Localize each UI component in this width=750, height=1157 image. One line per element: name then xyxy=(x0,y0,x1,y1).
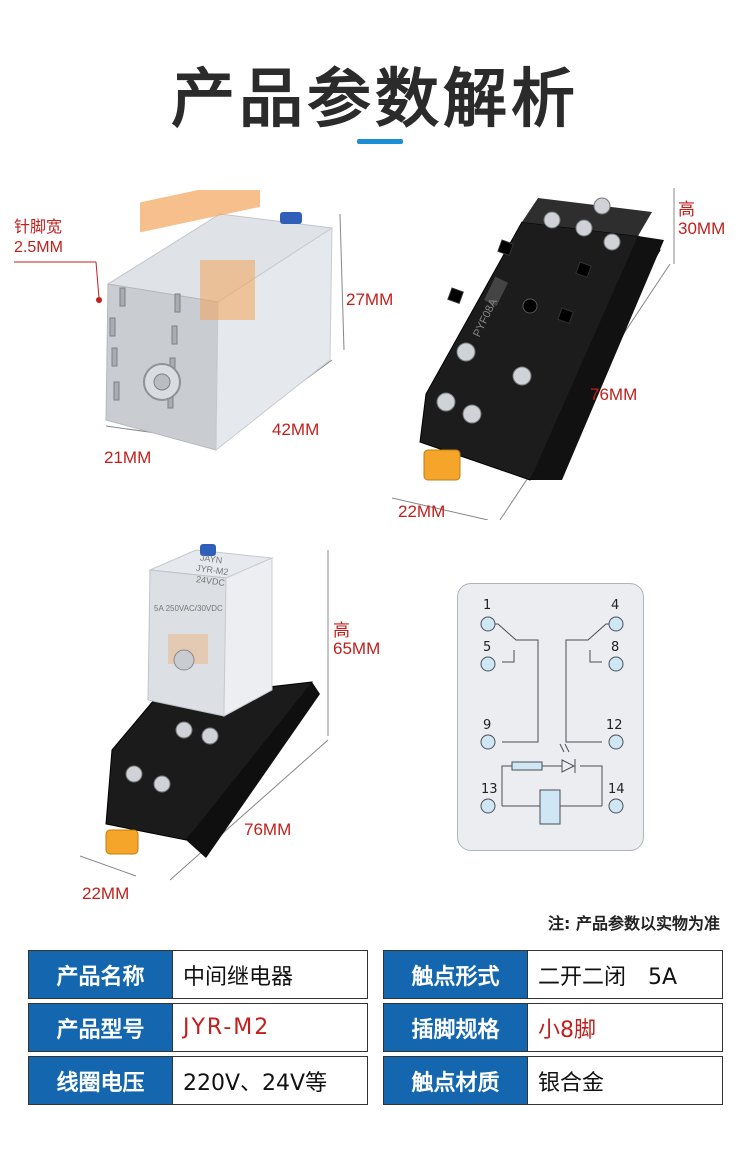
pin-label-12: 12 xyxy=(606,718,623,733)
table-row: 触点材质 银合金 xyxy=(383,1056,723,1105)
pin-label-5: 5 xyxy=(483,640,492,655)
spec-key: 线圈电压 xyxy=(28,1056,173,1105)
spec-key: 触点形式 xyxy=(383,950,528,999)
relay-photo xyxy=(14,190,345,452)
assembly-height-value: 65MM xyxy=(333,639,381,658)
assembly-photo xyxy=(79,544,329,881)
pin-label-8: 8 xyxy=(611,640,620,655)
relay-mark-rating: 5A 250VAC/30VDC xyxy=(154,604,223,613)
spec-value: 小8脚 xyxy=(527,1003,723,1052)
assembly-height-label: 高 xyxy=(333,621,350,640)
pin-label-14: 14 xyxy=(608,782,625,797)
spec-table-left: 产品名称 中间继电器 产品型号 JYR-M2 线圈电压 220V、24V等 xyxy=(28,950,368,1105)
spec-table-right: 触点形式 二开二闭 5A 插脚规格 小8脚 触点材质 银合金 xyxy=(383,950,723,1105)
pin-label-1: 1 xyxy=(483,598,492,613)
spec-value: JYR-M2 xyxy=(172,1003,368,1052)
pin-label-4: 4 xyxy=(611,598,620,613)
socket-height-label: 高 xyxy=(678,200,695,219)
pin-label-9: 9 xyxy=(483,718,492,733)
assembly-width: 22MM xyxy=(82,884,130,903)
socket-width: 22MM xyxy=(398,502,446,521)
spec-key: 触点材质 xyxy=(383,1056,528,1105)
assembly-length: 76MM xyxy=(244,820,292,839)
table-row: 触点形式 二开二闭 5A xyxy=(383,950,723,999)
relay-height: 27MM xyxy=(346,290,394,309)
wiring-diagram: 1 4 5 8 9 12 13 14 xyxy=(457,583,644,851)
spec-key: 插脚规格 xyxy=(383,1003,528,1052)
table-row: 线圈电压 220V、24V等 xyxy=(28,1056,368,1105)
page-title: 产品参数解析 xyxy=(171,63,579,137)
socket-height-value: 30MM xyxy=(678,219,726,238)
table-row: 产品型号 JYR-M2 xyxy=(28,1003,368,1052)
pin-width-label: 针脚宽 xyxy=(14,219,63,236)
relay-length: 42MM xyxy=(272,420,320,439)
spec-value: 中间继电器 xyxy=(172,950,368,999)
relay-width: 21MM xyxy=(104,448,152,467)
parameter-note: 注: 产品参数以实物为准 xyxy=(548,914,720,933)
title-underline xyxy=(357,139,403,144)
table-row: 插脚规格 小8脚 xyxy=(383,1003,723,1052)
socket-photo xyxy=(392,188,675,520)
spec-value: 220V、24V等 xyxy=(172,1056,368,1105)
spec-key: 产品名称 xyxy=(28,950,173,999)
spec-value: 银合金 xyxy=(527,1056,723,1105)
pin-width-value: 2.5MM xyxy=(14,239,63,256)
spec-key: 产品型号 xyxy=(28,1003,173,1052)
spec-value: 二开二闭 5A xyxy=(527,950,723,999)
pin-label-13: 13 xyxy=(481,782,498,797)
table-row: 产品名称 中间继电器 xyxy=(28,950,368,999)
socket-length: 76MM xyxy=(590,385,638,404)
wiring-diagram-lines xyxy=(480,616,624,825)
